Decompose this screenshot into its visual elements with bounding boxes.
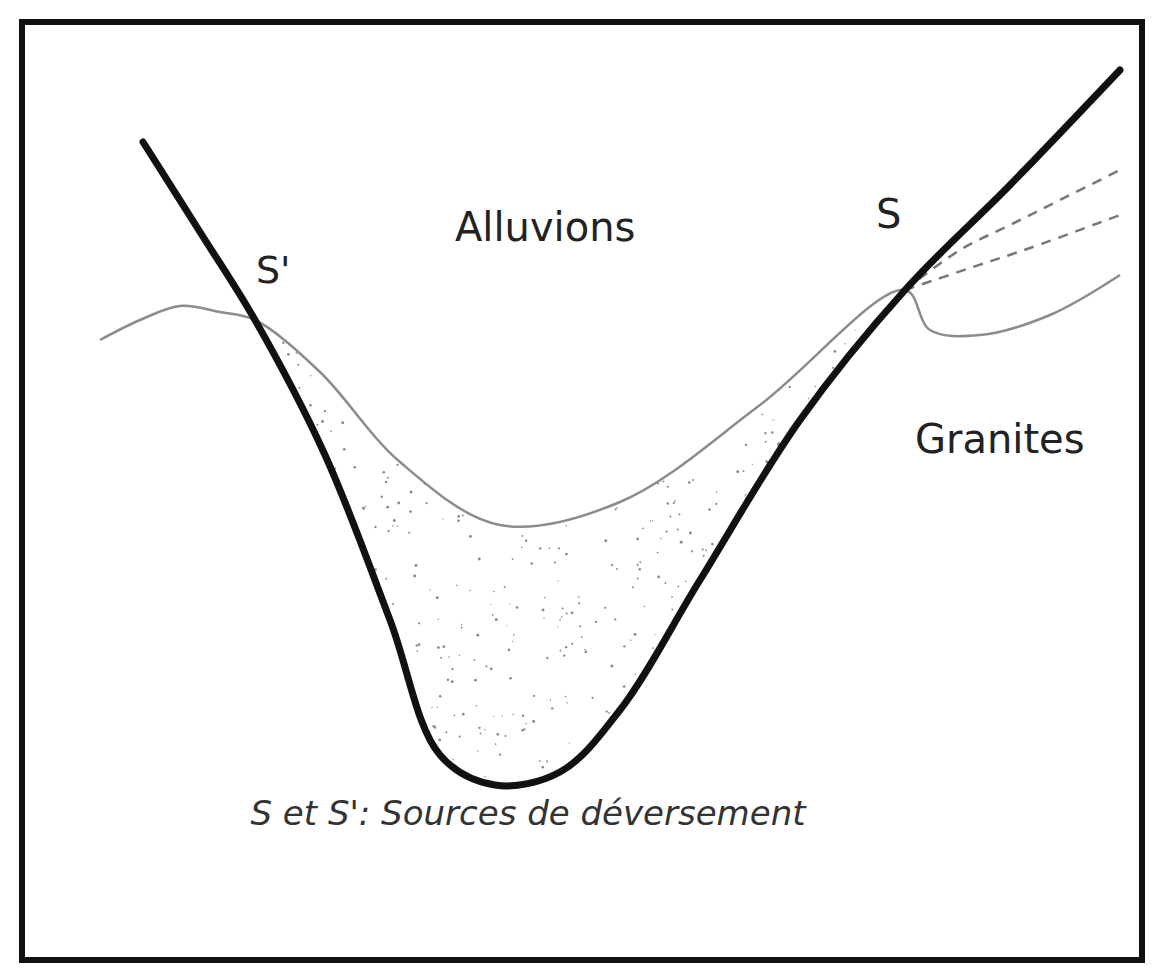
bedrock-profile: [143, 70, 1120, 786]
figure-caption: S et S': Sources de déversement: [250, 795, 805, 832]
frame-border: [22, 22, 1142, 960]
source-label: S: [876, 192, 901, 236]
dashed-line: [905, 170, 1120, 290]
source-label: S': [256, 250, 291, 292]
layer-label: Granites: [915, 417, 1085, 461]
layer-label: Alluvions: [455, 205, 635, 249]
